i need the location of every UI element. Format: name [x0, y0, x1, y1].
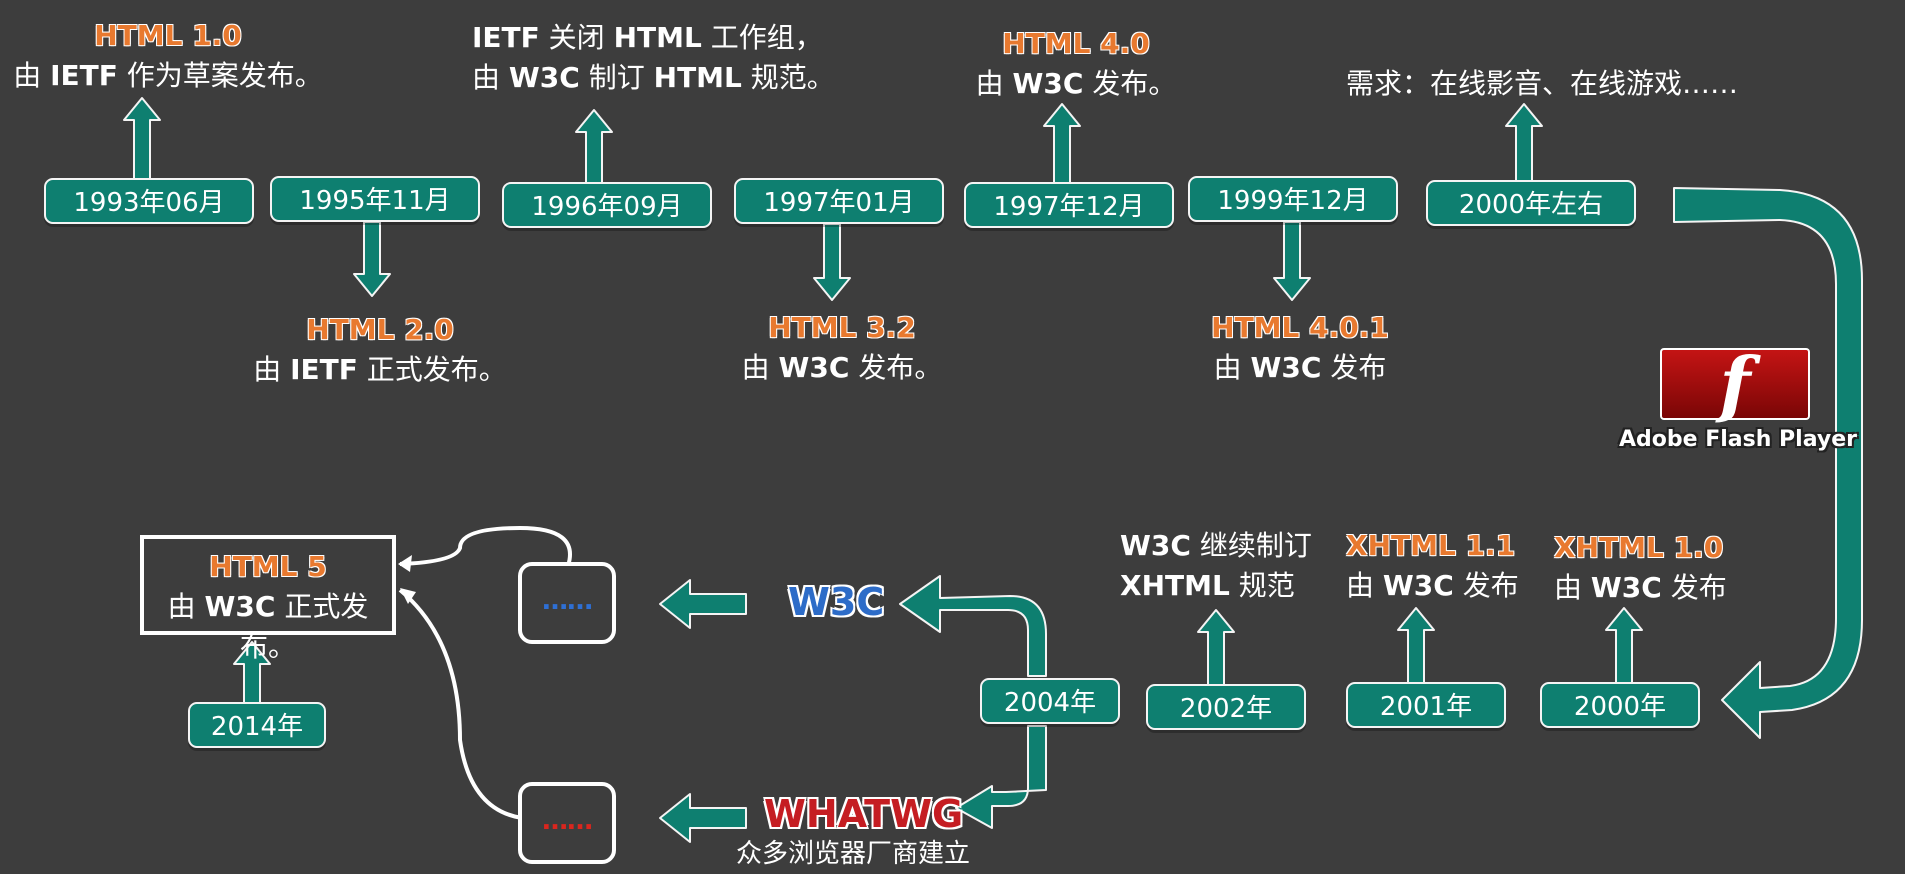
arrowhead-w3c-html5: [398, 555, 412, 572]
html5-desc: 由 W3C 正式发布。: [167, 590, 369, 663]
event-html-1-0: HTML 1.0 由 IETF 作为草案发布。: [13, 16, 323, 96]
branch-to-whatwg: [955, 725, 1047, 829]
w3c-dots-box: ……: [518, 562, 616, 644]
flash-glyph: f: [1719, 341, 1751, 426]
arrow-up-1993: [123, 97, 161, 181]
date-badge-2001: 2001年: [1346, 682, 1506, 728]
arrow-up-2014: [233, 641, 271, 705]
html5-box: HTML 5 由 W3C 正式发布。: [140, 535, 396, 663]
arrow-up-1997-12: [1043, 103, 1081, 189]
flash-label: Adobe Flash Player: [1619, 427, 1857, 452]
curve-whatwg-to-html5: [398, 588, 523, 820]
arrow-up-2001: [1397, 607, 1435, 689]
arrow-down-1999: [1273, 221, 1311, 301]
event-desc: 由 W3C 发布: [1213, 351, 1387, 384]
curved-arrow-to-2000: [1673, 187, 1863, 739]
flash-logo-icon: f: [1660, 344, 1810, 424]
date-badge-1997-01: 1997年01月: [734, 178, 944, 224]
event-title: HTML 2.0: [306, 313, 454, 346]
event-html-2-0: HTML 2.0 由 IETF 正式发布。: [253, 310, 507, 390]
event-html-4-0: HTML 4.0 由 W3C 发布。: [976, 24, 1177, 104]
w3c-label: W3C: [788, 580, 885, 624]
event-title: HTML 3.2: [768, 311, 916, 344]
event-ietf-close: IETF 关闭 HTML 工作组， 由 W3C 制订 HTML 规范。: [472, 18, 835, 98]
branch-to-w3c: [899, 575, 1047, 677]
html5-title: HTML 5: [209, 550, 327, 583]
event-html-3-2: HTML 3.2 由 W3C 发布。: [742, 308, 943, 388]
date-badge-2002: 2002年: [1146, 684, 1306, 730]
event-title: XHTML 1.0: [1554, 531, 1724, 564]
date-badge-2004: 2004年: [980, 678, 1120, 724]
arrow-up-2002: [1197, 609, 1235, 689]
event-title: XHTML 1.1: [1346, 529, 1516, 562]
event-title: HTML 4.0.1: [1211, 311, 1389, 344]
arrow-up-2000-x: [1605, 607, 1643, 689]
arrow-up-2000: [1505, 103, 1543, 185]
date-badge-2000-approx: 2000年左右: [1426, 180, 1636, 226]
whatwg-dots-box: ……: [518, 782, 616, 864]
event-xhtml-1-0: XHTML 1.0 由 W3C 发布: [1554, 528, 1727, 608]
arrow-down-1997-01: [813, 223, 851, 301]
arrow-left-w3c: [659, 579, 747, 629]
arrow-up-1996: [575, 109, 613, 189]
event-desc: 由 W3C 发布。: [975, 67, 1177, 100]
event-desc: 由 W3C 发布: [1346, 569, 1519, 602]
event-desc: 由 W3C 发布。: [741, 351, 943, 384]
event-title: HTML 1.0: [94, 19, 242, 52]
event-xhtml-1-1: XHTML 1.1 由 W3C 发布: [1346, 526, 1519, 606]
arrow-left-whatwg: [659, 793, 747, 843]
date-badge-2000: 2000年: [1540, 682, 1700, 728]
event-line2: 由 W3C 制订 HTML 规范。: [472, 61, 835, 94]
event-line1: IETF 关闭 HTML 工作组，: [472, 21, 823, 54]
arrow-down-1995: [353, 221, 391, 297]
date-badge-2014: 2014年: [188, 702, 326, 748]
date-badge-1993-06: 1993年06月: [44, 178, 254, 224]
event-w3c-continue: W3C 继续制订 XHTML 规范: [1120, 526, 1312, 606]
event-line2: XHTML 规范: [1120, 569, 1295, 602]
whatwg-caption: 众多浏览器厂商建立: [736, 839, 971, 869]
date-badge-1995-11: 1995年11月: [270, 176, 480, 222]
event-line1: W3C 继续制订: [1120, 529, 1312, 562]
event-html-4-0-1: HTML 4.0.1 由 W3C 发布: [1211, 308, 1389, 388]
whatwg-label: WHATWG: [764, 792, 964, 836]
date-badge-1996-09: 1996年09月: [502, 182, 712, 228]
event-title: HTML 4.0: [1002, 27, 1150, 60]
event-desc: 由 IETF 正式发布。: [253, 353, 507, 386]
event-demand-note: 需求：在线影音、在线游戏……: [1346, 67, 1739, 100]
date-badge-1999-12: 1999年12月: [1188, 176, 1398, 222]
curve-w3c-to-html5: [399, 525, 572, 567]
event-desc: 由 W3C 发布: [1554, 571, 1727, 604]
date-badge-1997-12: 1997年12月: [964, 182, 1174, 228]
event-desc: 由 IETF 作为草案发布。: [13, 59, 323, 92]
arrowhead-whatwg-html5: [400, 588, 416, 604]
